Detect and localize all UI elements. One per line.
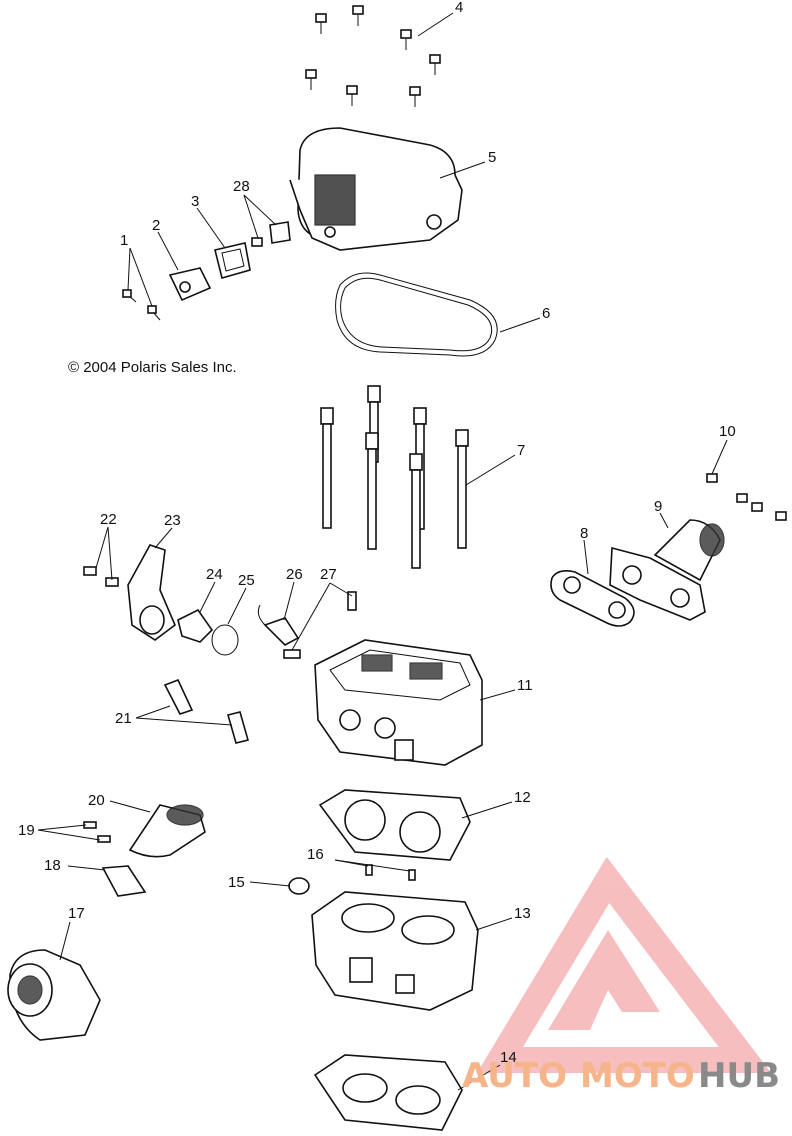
head-gasket [318, 789, 471, 861]
callout-10: 10 [719, 423, 736, 440]
callout-11: 11 [517, 677, 533, 694]
watermark-auto: AUTO [462, 1056, 567, 1096]
callout-17: 17 [68, 905, 85, 922]
bolts-1 [122, 289, 161, 321]
callout-21: 21 [115, 710, 132, 727]
callout-26: 26 [286, 566, 303, 583]
callout-8: 8 [580, 525, 588, 542]
watermark-text: AUTO MOTO HUB [462, 1056, 780, 1096]
plate-28 [251, 221, 291, 247]
exhaust-manifold [609, 519, 725, 621]
bolts-19 [83, 821, 111, 843]
plug-15 [288, 877, 310, 895]
callout-24: 24 [206, 566, 223, 583]
gasket-3 [214, 242, 251, 279]
callout-12: 12 [514, 789, 531, 806]
callout-7: 7 [517, 442, 525, 459]
spark-plugs [163, 678, 249, 744]
cylinder-head [314, 639, 483, 766]
callout-6: 6 [542, 305, 550, 322]
callout-15: 15 [228, 874, 245, 891]
thermostat [177, 608, 214, 643]
head-bolts [320, 385, 469, 569]
throttle-body [7, 949, 101, 1041]
callout-labels: 1 2 3 4 5 6 7 8 9 10 11 12 13 14 15 16 1… [18, 0, 736, 1066]
bolts-22 [83, 566, 119, 587]
thermostat-housing [127, 544, 176, 641]
callout-3: 3 [191, 193, 199, 210]
callout-25: 25 [238, 572, 255, 589]
callout-23: 23 [164, 512, 181, 529]
fittings-27 [283, 591, 357, 659]
intake-boot [128, 804, 206, 858]
callout-2: 2 [152, 217, 160, 234]
callout-28: 28 [233, 178, 250, 195]
callout-18: 18 [44, 857, 61, 874]
watermark-logo [477, 856, 772, 1073]
valve-cover-bolts [305, 5, 441, 107]
copyright-text: © 2004 Polaris Sales Inc. [68, 359, 237, 376]
temp-sensor [257, 604, 300, 646]
callout-27: 27 [320, 566, 337, 583]
cylinder [311, 891, 479, 1011]
callout-4: 4 [455, 0, 463, 16]
watermark-moto: MOTO [580, 1056, 695, 1096]
callout-16: 16 [307, 846, 324, 863]
valve-cover [289, 127, 463, 251]
leader-lines [37, 12, 728, 1091]
bolts-10 [706, 473, 787, 521]
callout-5: 5 [488, 149, 496, 166]
callout-20: 20 [88, 792, 105, 809]
watermark-hub: HUB [698, 1056, 780, 1096]
callout-1: 1 [120, 232, 128, 249]
clamp-18 [101, 865, 147, 897]
exhaust-gasket [550, 570, 635, 627]
callout-19: 19 [18, 822, 35, 839]
callout-9: 9 [654, 498, 662, 515]
callout-22: 22 [100, 511, 117, 528]
callout-14: 14 [500, 1049, 517, 1066]
valve-cover-gasket [335, 272, 498, 357]
o-ring [211, 624, 239, 656]
callout-13: 13 [514, 905, 531, 922]
base-gasket [313, 1054, 463, 1131]
dowels-16 [365, 864, 416, 881]
sensor-2 [168, 267, 212, 302]
